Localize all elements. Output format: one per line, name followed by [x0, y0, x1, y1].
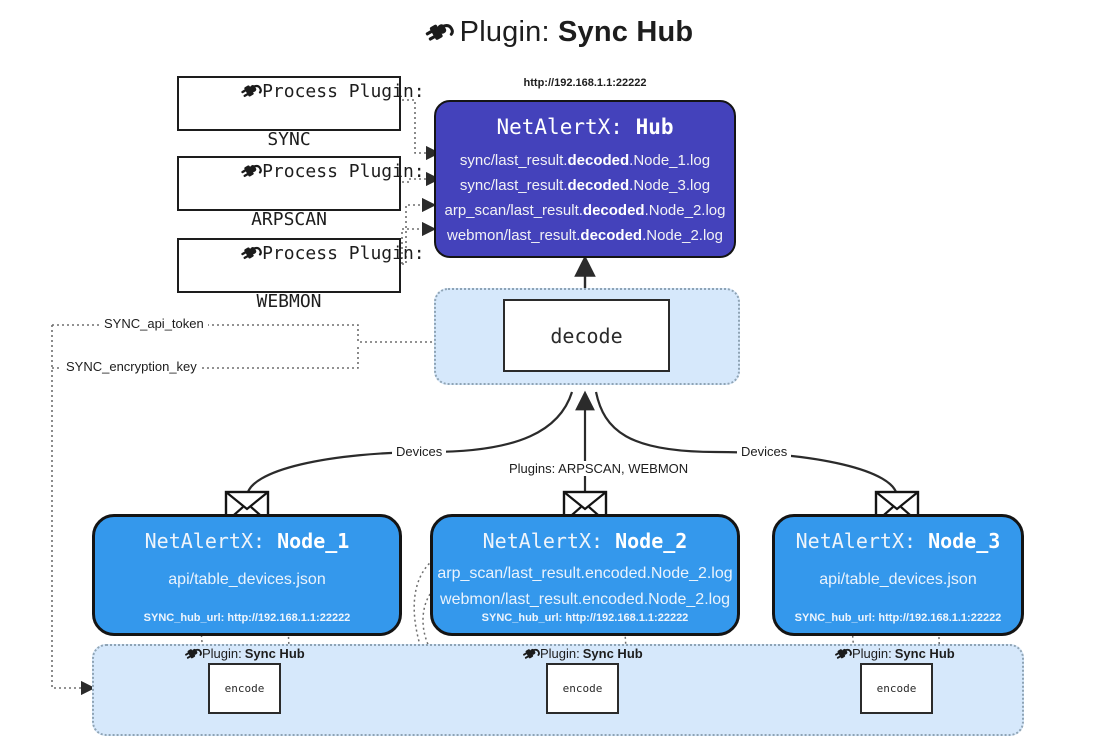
encoder-plugin-label: Plugin: — [852, 646, 892, 661]
log-pre: webmon/last_result. — [447, 227, 581, 244]
log-pre: sync/last_result. — [459, 177, 568, 194]
node-title-prefix: NetAlertX: — [144, 529, 278, 553]
node-title-name: Node_3 — [928, 529, 1001, 553]
log-pre: sync/last_result. — [459, 152, 568, 169]
process-plugin-label: Process Plugin: — [262, 80, 425, 102]
node-box-node-1[interactable]: NetAlertX: Node_1 api/table_devices.json… — [92, 514, 402, 636]
hub-title: NetAlertX: Hub — [436, 115, 734, 139]
page-title: Plugin: Sync Hub — [0, 16, 1117, 52]
edge-label-plugins: Plugins: ARPSCAN, WEBMON — [505, 461, 693, 476]
node-title: NetAlertX: Node_2 — [433, 529, 737, 553]
edge-label-devices-left: Devices — [392, 444, 447, 459]
log-post: .Node_3.log — [629, 177, 711, 194]
node-line: api/table_devices.json — [819, 571, 977, 588]
setting-encryption-key: SYNC_encryption_key — [62, 359, 201, 374]
plug-icon — [424, 18, 454, 52]
plug-icon — [153, 218, 262, 290]
plug-icon — [184, 645, 202, 662]
encoder-plugin-name: Sync Hub — [244, 646, 305, 661]
process-plugin-label: Process Plugin: — [262, 242, 425, 264]
encode-box-1[interactable]: encode — [208, 663, 281, 714]
log-bold: decoded — [580, 227, 643, 244]
setting-api-token: SYNC_api_token — [100, 316, 208, 331]
node-line-list: api/table_devices.json — [95, 567, 399, 593]
node-box-node-2[interactable]: NetAlertX: Node_2 arp_scan/last_result.e… — [430, 514, 740, 636]
encode-box-2[interactable]: encode — [546, 663, 619, 714]
process-plugin-webmon[interactable]: Process Plugin: WEBMON — [177, 238, 425, 312]
log-post: .Node_2.log — [642, 227, 723, 244]
hub-title-prefix: NetAlertX: — [496, 115, 636, 139]
node-title: NetAlertX: Node_3 — [775, 529, 1021, 553]
process-plugin-name: SYNC — [267, 128, 311, 150]
decode-box[interactable]: decode — [503, 299, 670, 372]
node-line: api/table_devices.json — [168, 571, 326, 588]
log-bold: decoded — [567, 177, 630, 194]
plug-icon — [153, 136, 262, 208]
hub-log-line: webmon/last_result.decoded.Node_2.log — [436, 223, 734, 248]
process-plugin-label: Process Plugin: — [262, 160, 425, 182]
log-post: .Node_1.log — [629, 152, 711, 169]
node-footer: SYNC_hub_url: http://192.168.1.1:22222 — [794, 612, 1002, 624]
encoder-plugin-name: Sync Hub — [894, 646, 955, 661]
process-plugin-arpscan[interactable]: Process Plugin: ARPSCAN — [177, 156, 425, 230]
node-footer: SYNC_hub_url: http://192.168.1.1:22222 — [481, 612, 689, 624]
node-title-name: Node_2 — [615, 529, 688, 553]
hub-box[interactable]: NetAlertX: Hub sync/last_result.decoded.… — [434, 100, 736, 258]
plug-icon — [153, 56, 262, 128]
log-bold: decoded — [582, 202, 645, 219]
node-title-name: Node_1 — [277, 529, 350, 553]
encoder-plugin-label-3: Plugin:Sync Hub — [834, 645, 955, 662]
node-footer: SYNC_hub_url: http://192.168.1.1:22222 — [143, 612, 351, 624]
node-title: NetAlertX: Node_1 — [95, 529, 399, 553]
encoder-plugin-label: Plugin: — [540, 646, 580, 661]
plug-icon — [834, 645, 852, 662]
process-plugin-sync[interactable]: Process Plugin: SYNC — [177, 76, 425, 150]
page-title-label: Plugin: — [459, 16, 550, 48]
encode-box-3[interactable]: encode — [860, 663, 933, 714]
hub-log-list: sync/last_result.decoded.Node_1.log sync… — [436, 148, 734, 248]
log-post: .Node_2.log — [644, 202, 726, 219]
hub-address: http://192.168.1.1:22222 — [523, 77, 647, 89]
process-plugin-name: WEBMON — [256, 290, 322, 312]
node-line: webmon/last_result.encoded.Node_2.log — [440, 591, 730, 608]
process-plugin-name: ARPSCAN — [251, 208, 327, 230]
plug-icon — [522, 645, 540, 662]
node-line-list: arp_scan/last_result.encoded.Node_2.log … — [433, 561, 737, 613]
encoder-plugin-name: Sync Hub — [582, 646, 643, 661]
encoder-plugin-label-2: Plugin:Sync Hub — [522, 645, 643, 662]
hub-log-line: arp_scan/last_result.decoded.Node_2.log — [436, 198, 734, 223]
encoder-plugin-label: Plugin: — [202, 646, 242, 661]
hub-log-line: sync/last_result.decoded.Node_3.log — [436, 173, 734, 198]
log-bold: decoded — [567, 152, 630, 169]
node-title-prefix: NetAlertX: — [795, 529, 929, 553]
encoder-plugin-label-1: Plugin:Sync Hub — [184, 645, 305, 662]
node-title-prefix: NetAlertX: — [482, 529, 616, 553]
page-title-name: Sync Hub — [558, 16, 694, 48]
node-box-node-3[interactable]: NetAlertX: Node_3 api/table_devices.json… — [772, 514, 1024, 636]
edge-label-devices-right: Devices — [737, 444, 792, 459]
node-line: arp_scan/last_result.encoded.Node_2.log — [437, 565, 733, 582]
log-pre: arp_scan/last_result. — [444, 202, 583, 219]
hub-log-line: sync/last_result.decoded.Node_1.log — [436, 148, 734, 173]
node-line-list: api/table_devices.json — [775, 567, 1021, 593]
hub-title-name: Hub — [635, 115, 674, 139]
